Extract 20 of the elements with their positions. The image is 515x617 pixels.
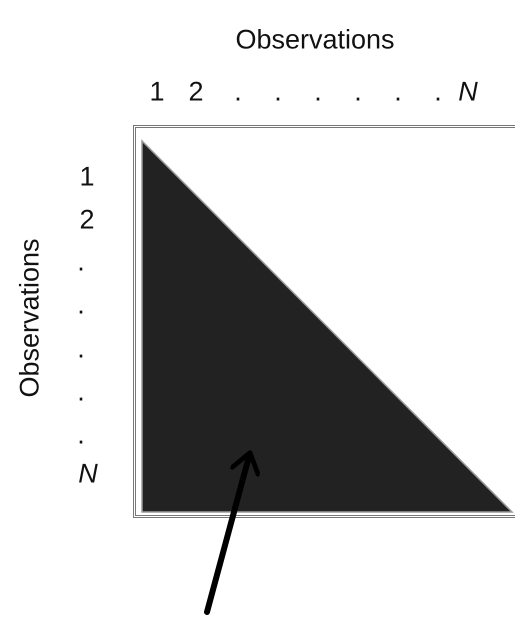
ellipsis-dot: .: [314, 78, 322, 106]
column-index: 2: [188, 78, 204, 106]
ellipsis-dot: .: [77, 422, 85, 448]
ellipsis-dot: .: [77, 336, 85, 362]
axis-title: Observations: [16, 238, 44, 398]
row-index: N: [78, 460, 98, 488]
column-index: N: [458, 78, 478, 106]
axis-title: Observations: [235, 26, 395, 54]
ellipsis-dot: .: [77, 378, 85, 406]
ellipsis-dot: .: [234, 78, 242, 106]
ellipsis-dot: .: [354, 78, 362, 106]
ellipsis-dot: .: [434, 78, 442, 106]
row-index: 2: [79, 206, 95, 234]
ellipsis-dot: .: [394, 78, 402, 106]
ellipsis-dot: .: [77, 248, 85, 276]
column-index: 1: [149, 78, 165, 106]
ellipsis-dot: .: [77, 292, 85, 318]
ellipsis-dot: .: [274, 78, 282, 106]
arrow: [204, 450, 262, 615]
row-index: 1: [79, 164, 95, 190]
